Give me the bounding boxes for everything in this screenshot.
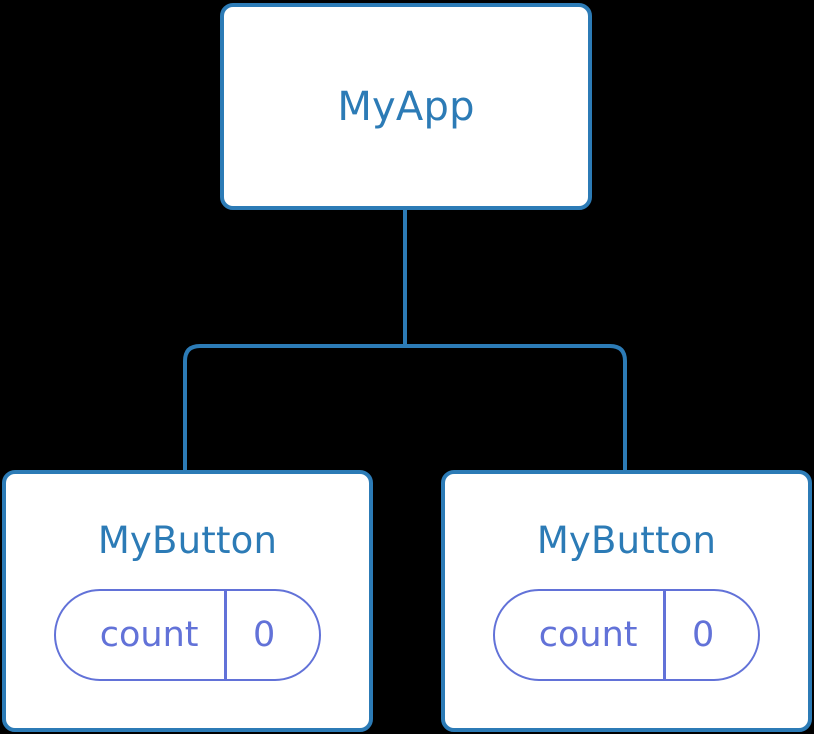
state-value: 0	[691, 614, 715, 655]
component-node-mybutton-left[interactable]: MyButton count 0	[2, 470, 373, 732]
edge-to-child-left	[183, 344, 405, 474]
state-value: 0	[252, 614, 276, 655]
state-divider	[224, 591, 227, 679]
state-divider	[663, 591, 666, 679]
component-node-label: MyButton	[97, 519, 278, 562]
state-badge[interactable]: count 0	[492, 589, 761, 681]
state-key: count	[538, 614, 638, 655]
state-key: count	[99, 614, 199, 655]
component-node-mybutton-right[interactable]: MyButton count 0	[441, 470, 812, 732]
component-node-label: MyApp	[337, 83, 475, 130]
component-node-myapp[interactable]: MyApp	[220, 3, 592, 210]
state-badge[interactable]: count 0	[53, 589, 322, 681]
component-node-label: MyButton	[536, 519, 717, 562]
edge-to-child-right	[405, 344, 627, 474]
